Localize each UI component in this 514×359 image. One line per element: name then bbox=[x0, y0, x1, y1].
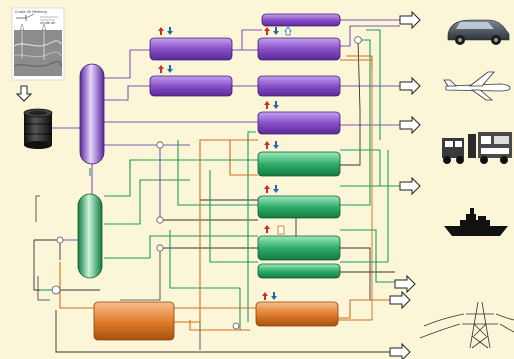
inset-title: Crude Oil Refining bbox=[15, 10, 47, 14]
oil-field-inset bbox=[12, 8, 64, 80]
ship-icon bbox=[444, 208, 508, 236]
car-icon bbox=[448, 20, 509, 45]
power-tower-icon bbox=[420, 302, 514, 348]
feed-down-arrow bbox=[17, 86, 31, 101]
green-process-units bbox=[258, 152, 340, 278]
atmospheric-distillation-column bbox=[80, 64, 104, 164]
small-feed-box bbox=[278, 226, 284, 234]
truck-icon bbox=[442, 132, 512, 164]
inset-caption: crude oil bbox=[40, 21, 55, 25]
airplane-icon bbox=[444, 72, 510, 100]
vacuum-distillation-column bbox=[78, 194, 102, 278]
crude-oil-barrel-icon bbox=[24, 109, 52, 149]
purple-process-units bbox=[150, 14, 340, 134]
